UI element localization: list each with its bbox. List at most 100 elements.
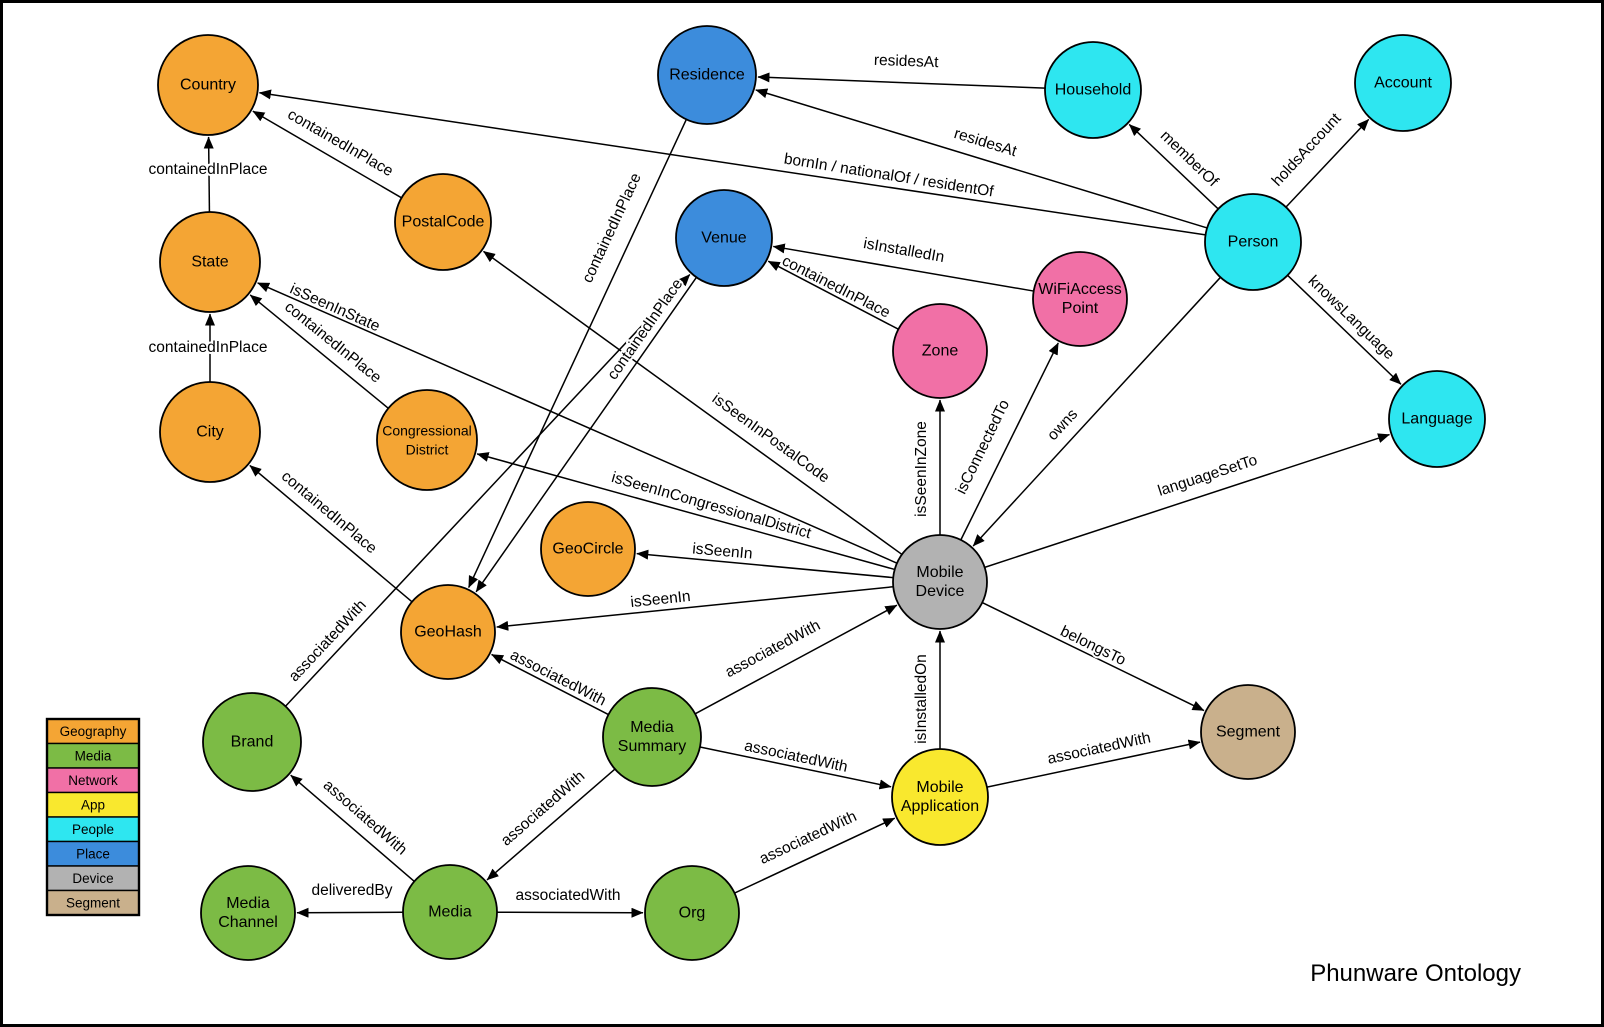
node-venue: Venue bbox=[675, 189, 773, 287]
node-org-circle bbox=[644, 865, 740, 961]
legend-item-app: App bbox=[46, 791, 140, 818]
node-zone-label: Zone bbox=[922, 343, 959, 360]
node-zone: Zone bbox=[892, 303, 988, 399]
node-media-circle bbox=[402, 864, 498, 960]
edge-mobiledevice-wifiaccesspoint bbox=[960, 342, 1059, 541]
edge-mediasummary-mobileapplication bbox=[699, 746, 892, 790]
node-residence-label: Residence bbox=[669, 67, 745, 84]
node-household: Household bbox=[1044, 41, 1142, 139]
edge-media-org bbox=[496, 907, 644, 918]
legend-swatch-place bbox=[46, 840, 140, 867]
node-country-label: Country bbox=[180, 77, 236, 94]
node-wifiaccesspoint-circle bbox=[1032, 251, 1128, 347]
edge-residence-geohash bbox=[467, 119, 688, 589]
node-residence: Residence bbox=[657, 25, 757, 125]
node-person: Person bbox=[1204, 193, 1302, 291]
node-account-circle bbox=[1354, 34, 1452, 132]
edge-mobiledevice-geohash bbox=[496, 586, 894, 631]
legend-label-place: Place bbox=[76, 846, 110, 861]
edge-mobileapplication-segment bbox=[986, 739, 1201, 788]
legend-label-segment: Segment bbox=[66, 895, 120, 910]
diagram-title: Phunware Ontology bbox=[1310, 960, 1521, 987]
node-geocircle: GeoCircle bbox=[540, 501, 636, 597]
edge-label-mobileapplication-mobiledevice: isInstalledOn bbox=[913, 654, 930, 744]
edge-label-media-org: associatedWith bbox=[515, 887, 620, 904]
edge-venue-geohash bbox=[475, 276, 698, 593]
node-congressionaldistrict-circle bbox=[376, 389, 478, 491]
node-person-circle bbox=[1204, 193, 1302, 291]
node-segment: Segment bbox=[1200, 684, 1296, 780]
edge-label-media-mediachannel: deliveredBy bbox=[312, 882, 393, 899]
edge-zone-venue bbox=[767, 260, 899, 330]
legend-label-app: App bbox=[81, 797, 105, 812]
legend-label-network: Network bbox=[68, 773, 118, 788]
node-city: City bbox=[159, 381, 261, 483]
node-brand-label: Brand bbox=[231, 734, 274, 751]
node-postalcode: PostalCode bbox=[394, 173, 492, 271]
edge-person-language bbox=[1287, 274, 1402, 385]
node-geohash-label: GeoHash bbox=[414, 624, 482, 641]
legend-item-place: Place bbox=[46, 840, 140, 867]
node-zone-circle bbox=[892, 303, 988, 399]
node-brand: Brand bbox=[202, 692, 302, 792]
node-mobileapplication-circle bbox=[891, 748, 989, 846]
node-person-label: Person bbox=[1228, 234, 1279, 251]
node-state-label: State bbox=[191, 254, 228, 271]
legend-label-geography: Geography bbox=[60, 724, 127, 739]
edge-person-residence bbox=[755, 88, 1208, 229]
edge-person-country bbox=[258, 89, 1206, 236]
node-geohash-circle bbox=[400, 584, 496, 680]
edge-mobiledevice-language bbox=[984, 433, 1390, 569]
node-geocircle-circle bbox=[540, 501, 636, 597]
edge-postalcode-country bbox=[252, 110, 402, 199]
node-venue-circle bbox=[675, 189, 773, 287]
edge-mediasummary-mobiledevice bbox=[694, 604, 898, 715]
node-country: Country bbox=[157, 34, 259, 136]
edge-label-state-country: containedInPlace bbox=[149, 161, 268, 178]
edge-congressionaldistrict-state bbox=[249, 294, 389, 409]
legend-item-media: Media bbox=[46, 742, 140, 769]
node-geocircle-label: GeoCircle bbox=[552, 541, 623, 558]
edge-label-mobiledevice-zone: isSeenInZone bbox=[913, 421, 930, 517]
edge-brand-venue bbox=[284, 273, 691, 707]
node-media: Media bbox=[402, 864, 498, 960]
legend-item-people: People bbox=[46, 816, 140, 843]
node-org: Org bbox=[644, 865, 740, 961]
node-mediachannel-circle bbox=[200, 865, 296, 961]
legend-border bbox=[45, 717, 141, 917]
edge-person-mobiledevice bbox=[972, 276, 1222, 547]
legend-item-geography: Geography bbox=[46, 718, 140, 745]
edge-household-residence bbox=[757, 72, 1046, 89]
edge-label-household-residence: residesAt bbox=[874, 52, 940, 71]
edge-mobiledevice-state bbox=[257, 282, 898, 564]
legend-label-people: People bbox=[72, 822, 114, 837]
node-household-circle bbox=[1044, 41, 1142, 139]
legend-label-device: Device bbox=[72, 871, 113, 886]
edge-media-brand bbox=[290, 774, 415, 882]
edge-mobiledevice-congressionaldistrict bbox=[476, 452, 895, 571]
node-residence-circle bbox=[657, 25, 757, 125]
node-org-label: Org bbox=[679, 905, 706, 922]
edge-state-country bbox=[203, 136, 214, 213]
node-postalcode-circle bbox=[394, 173, 492, 271]
node-state: State bbox=[159, 211, 261, 313]
node-city-circle bbox=[159, 381, 261, 483]
edges-layer bbox=[203, 72, 1402, 918]
node-venue-label: Venue bbox=[701, 230, 746, 247]
edge-geohash-city bbox=[249, 464, 413, 603]
node-postalcode-label: PostalCode bbox=[402, 214, 485, 231]
edge-label-city-state: containedInPlace bbox=[149, 339, 268, 356]
node-language-label: Language bbox=[1401, 411, 1472, 428]
